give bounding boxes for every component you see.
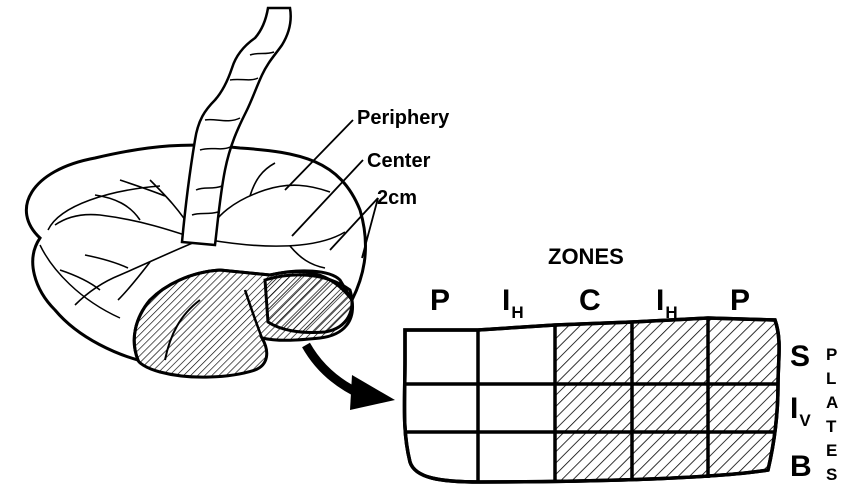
label-periphery: Periphery [357,108,449,128]
plate-label-iv: IV [790,394,811,424]
plate-label-b: B [790,452,812,482]
label-center: Center [367,151,430,171]
plate-label-s: S [790,342,810,372]
plates-letter-3: A [826,394,838,411]
zone-label-ih-right: IH [656,286,678,316]
zone-label-p-right: P [730,286,750,316]
label-2cm: 2cm [377,188,417,208]
plates-letter-1: P [826,346,837,363]
zones-title: ZONES [548,246,624,268]
plates-letter-4: T [826,418,836,435]
sample-block [265,275,352,333]
hatched-region [555,318,779,481]
plates-letter-2: L [826,370,836,387]
zone-label-ih-left: IH [502,286,524,316]
plates-letter-6: S [826,466,837,483]
plates-letter-5: E [826,442,837,459]
zone-label-p-left: P [430,286,450,316]
zone-label-c: C [579,286,601,316]
arrow-head [350,375,395,410]
